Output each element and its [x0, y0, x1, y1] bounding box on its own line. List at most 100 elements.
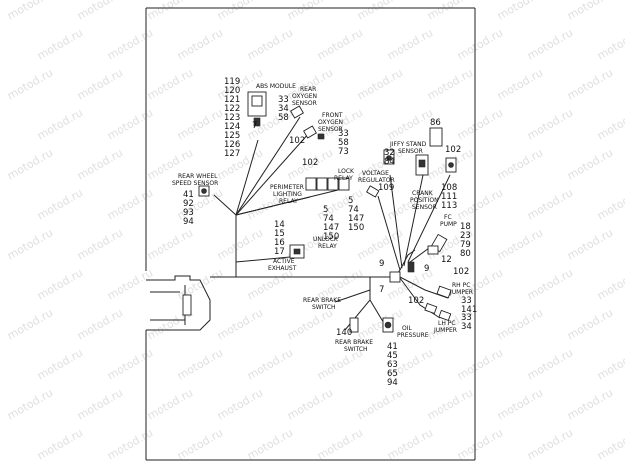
oil-pressure-label-2: PRESSURE	[397, 332, 429, 339]
watermark-text: motod.ru	[455, 26, 505, 62]
lock-relay-label-2: RELAY	[334, 175, 353, 182]
callout-abs-3: 122	[224, 104, 240, 114]
lh-jumper-label-2: JUMPER	[433, 327, 457, 334]
watermark-text: motod.ru	[215, 306, 265, 342]
wire-86	[407, 174, 451, 263]
wire-rear-o2	[235, 116, 301, 216]
watermark-text: motod.ru	[355, 66, 405, 102]
watermark-text: motod.ru	[285, 386, 335, 422]
rear-brake-2-label-2: SWITCH	[344, 346, 368, 353]
callout-pump-12-0: 12	[441, 255, 452, 265]
watermark-text: motod.ru	[525, 186, 575, 222]
callout-oil-4: 94	[387, 378, 398, 388]
watermark-text: motod.ru	[495, 386, 545, 422]
watermark-text: motod.ru	[565, 306, 615, 342]
rh-jumper-label-2: JUMPER	[449, 289, 473, 296]
watermark-text: motod.ru	[35, 346, 85, 382]
watermark-text: motod.ru	[355, 386, 405, 422]
crank-label-2: POSITION	[410, 197, 439, 204]
callout-abs-6: 125	[224, 131, 240, 141]
callout-oil-1: 45	[387, 351, 398, 361]
rh-pc-jumper-icon	[436, 285, 452, 299]
callout-abs-7: 126	[224, 140, 240, 150]
callout-rear-wheel-0: 41	[183, 190, 194, 200]
voltage-reg-label-2: REGULATOR	[358, 177, 395, 184]
oil-pressure-label-1: OIL	[402, 325, 412, 332]
callout-numbers: 1191201211221231241251261277333458335873…	[183, 77, 477, 388]
callout-lock-3: 150	[348, 223, 364, 233]
watermark-text: motod.ru	[425, 0, 475, 23]
item-102-icon	[445, 157, 457, 173]
callout-rear-o2-1: 34	[278, 104, 289, 114]
junction-connector-icon	[389, 261, 415, 283]
watermark-text: motod.ru	[5, 0, 55, 23]
callout-rear-wheel-2: 93	[183, 208, 194, 218]
callout-rh-102-0: 102	[453, 267, 469, 277]
callout-perimeter-b-0: 5	[323, 205, 328, 215]
watermark-text: motod.ru	[75, 226, 125, 262]
watermark-text: motod.ru	[105, 26, 155, 62]
watermark-text: motod.ru	[425, 66, 475, 102]
callout-abs-1: 120	[224, 86, 240, 96]
watermark-text: motod.ru	[455, 186, 505, 222]
wire-crank	[403, 174, 424, 267]
callout-abs-conn-0: 7	[252, 121, 257, 131]
watermark-text: motod.ru	[315, 426, 365, 462]
rear-brake-1-label-1: REAR BRAKE	[303, 297, 341, 304]
watermark-text: motod.ru	[595, 26, 625, 62]
watermark-text: motod.ru	[5, 306, 55, 342]
active-exhaust-icon	[289, 244, 305, 259]
watermark-text: motod.ru	[75, 146, 125, 182]
jiffy-label-2: SENSOR	[398, 148, 423, 155]
watermark-text: motod.ru	[215, 0, 265, 23]
watermark-text: motod.ru	[175, 426, 225, 462]
rear-brake-2-label-1: REAR BRAKE	[335, 339, 373, 346]
watermark-text: motod.ru	[245, 26, 295, 62]
wire-lh-jumper	[399, 277, 441, 319]
watermark-text: motod.ru	[145, 386, 195, 422]
callout-below-front-o2-0: 102	[302, 158, 318, 168]
watermark-text: motod.ru	[5, 66, 55, 102]
watermark-text: motod.ru	[75, 0, 125, 23]
callout-brake-140-0: 140	[336, 328, 352, 338]
callout-perimeter-a-2: 16	[274, 238, 285, 248]
crank-label-3: SENSOR	[412, 204, 437, 211]
voltage-regulator-icon	[366, 185, 380, 198]
callout-rh-0: 33	[461, 296, 472, 306]
callout-rear-o2-2: 58	[278, 113, 289, 123]
watermark-text: motod.ru	[565, 0, 615, 23]
callout-item102-top-0: 102	[445, 145, 461, 155]
watermark-text: motod.ru	[495, 146, 545, 182]
callout-rear-wheel-3: 94	[183, 217, 194, 227]
callout-rear-o2-0: 33	[278, 95, 289, 105]
watermark-text: motod.ru	[285, 0, 335, 23]
callout-perimeter-b-2: 147	[323, 223, 339, 233]
watermark-text: motod.ru	[565, 386, 615, 422]
perimeter-label-3: RELAY	[279, 198, 298, 205]
callout-perimeter-a-3: 17	[274, 247, 285, 257]
abs-module-icon	[247, 91, 267, 127]
front-o2-label-3: SENSOR	[318, 126, 343, 133]
watermark-text: motod.ru	[525, 106, 575, 142]
lh-pc-jumper-icon	[424, 302, 452, 322]
rear-wheel-sensor-icon	[198, 185, 210, 197]
watermark-text: motod.ru	[565, 226, 615, 262]
watermark-text: motod.ru	[245, 426, 295, 462]
callout-oil-0: 41	[387, 342, 398, 352]
watermark-text: motod.ru	[105, 426, 155, 462]
watermark-text: motod.ru	[425, 386, 475, 422]
rear-o2-label-2: OXYGEN	[292, 93, 317, 100]
watermark-text: motod.ru	[35, 186, 85, 222]
rear-o2-sensor-icon	[290, 105, 304, 119]
perimeter-relay-icon	[305, 177, 350, 191]
front-o2-label-1: FRONT	[322, 112, 343, 119]
watermark-text: motod.ru	[215, 386, 265, 422]
watermark-text: motod.ru	[175, 266, 225, 302]
callout-crank-1: 111	[441, 192, 457, 202]
callout-front-o2-0: 33	[338, 129, 349, 139]
callout-lock-1: 74	[348, 205, 359, 215]
callout-abs-2: 121	[224, 95, 240, 105]
callout-lock-0: 5	[348, 196, 353, 206]
